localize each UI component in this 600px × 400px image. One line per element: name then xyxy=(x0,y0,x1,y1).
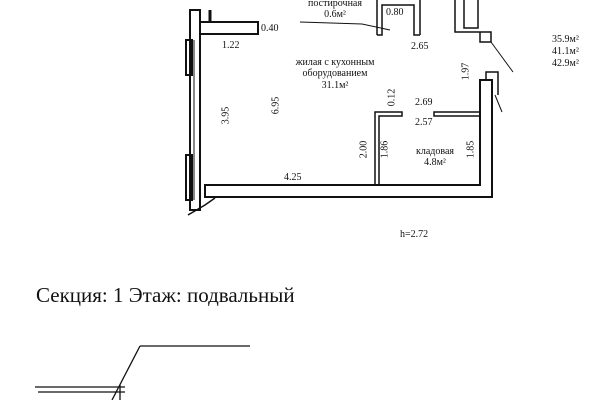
dim-4-25: 4.25 xyxy=(284,172,302,183)
dim-6-95: 6.95 xyxy=(270,96,282,115)
section-floor-title: Секция: 1 Этаж: подвальный xyxy=(36,283,295,307)
living-room-name-2: оборудованием xyxy=(302,68,368,79)
dim-1-22: 1.22 xyxy=(222,40,240,51)
living-room-area: 31.1м² xyxy=(321,80,349,91)
ceiling-height: h=2.72 xyxy=(400,229,429,240)
living-room-name-1: жилая с кухонным xyxy=(295,57,375,68)
right-top-wall xyxy=(454,0,492,43)
top-left-wall xyxy=(200,21,259,35)
storage-partition xyxy=(374,111,403,185)
storage-room-area: 4.8м² xyxy=(424,157,446,168)
total-area-2: 41.1м² xyxy=(552,46,579,57)
dim-3-95: 3.95 xyxy=(220,106,232,125)
dim-2-65: 2.65 xyxy=(411,41,429,52)
dim-1-97: 1.97 xyxy=(460,62,472,81)
total-area-1: 35.9м² xyxy=(552,34,579,45)
dim-2-57: 2.57 xyxy=(415,117,433,128)
dim-1-86: 1.86 xyxy=(379,140,391,159)
dim-2-00: 2.00 xyxy=(358,140,370,159)
dim-1-85: 1.85 xyxy=(465,140,477,159)
bottom-wall xyxy=(204,79,493,198)
laundry-room-name: постирочная xyxy=(308,0,362,9)
left-exterior-wall xyxy=(185,9,201,211)
laundry-room-area: 0.6м² xyxy=(324,9,346,20)
dim-0-12: 0.12 xyxy=(386,88,398,107)
dim-0-80: 0.80 xyxy=(386,7,404,18)
laundry-closet xyxy=(376,0,421,36)
dim-0-40: 0.40 xyxy=(261,23,279,34)
total-area-3: 42.9м² xyxy=(552,58,579,69)
dim-2-69: 2.69 xyxy=(415,97,433,108)
storage-room-name: кладовая xyxy=(415,146,454,157)
lower-plan-fragment xyxy=(35,345,250,400)
